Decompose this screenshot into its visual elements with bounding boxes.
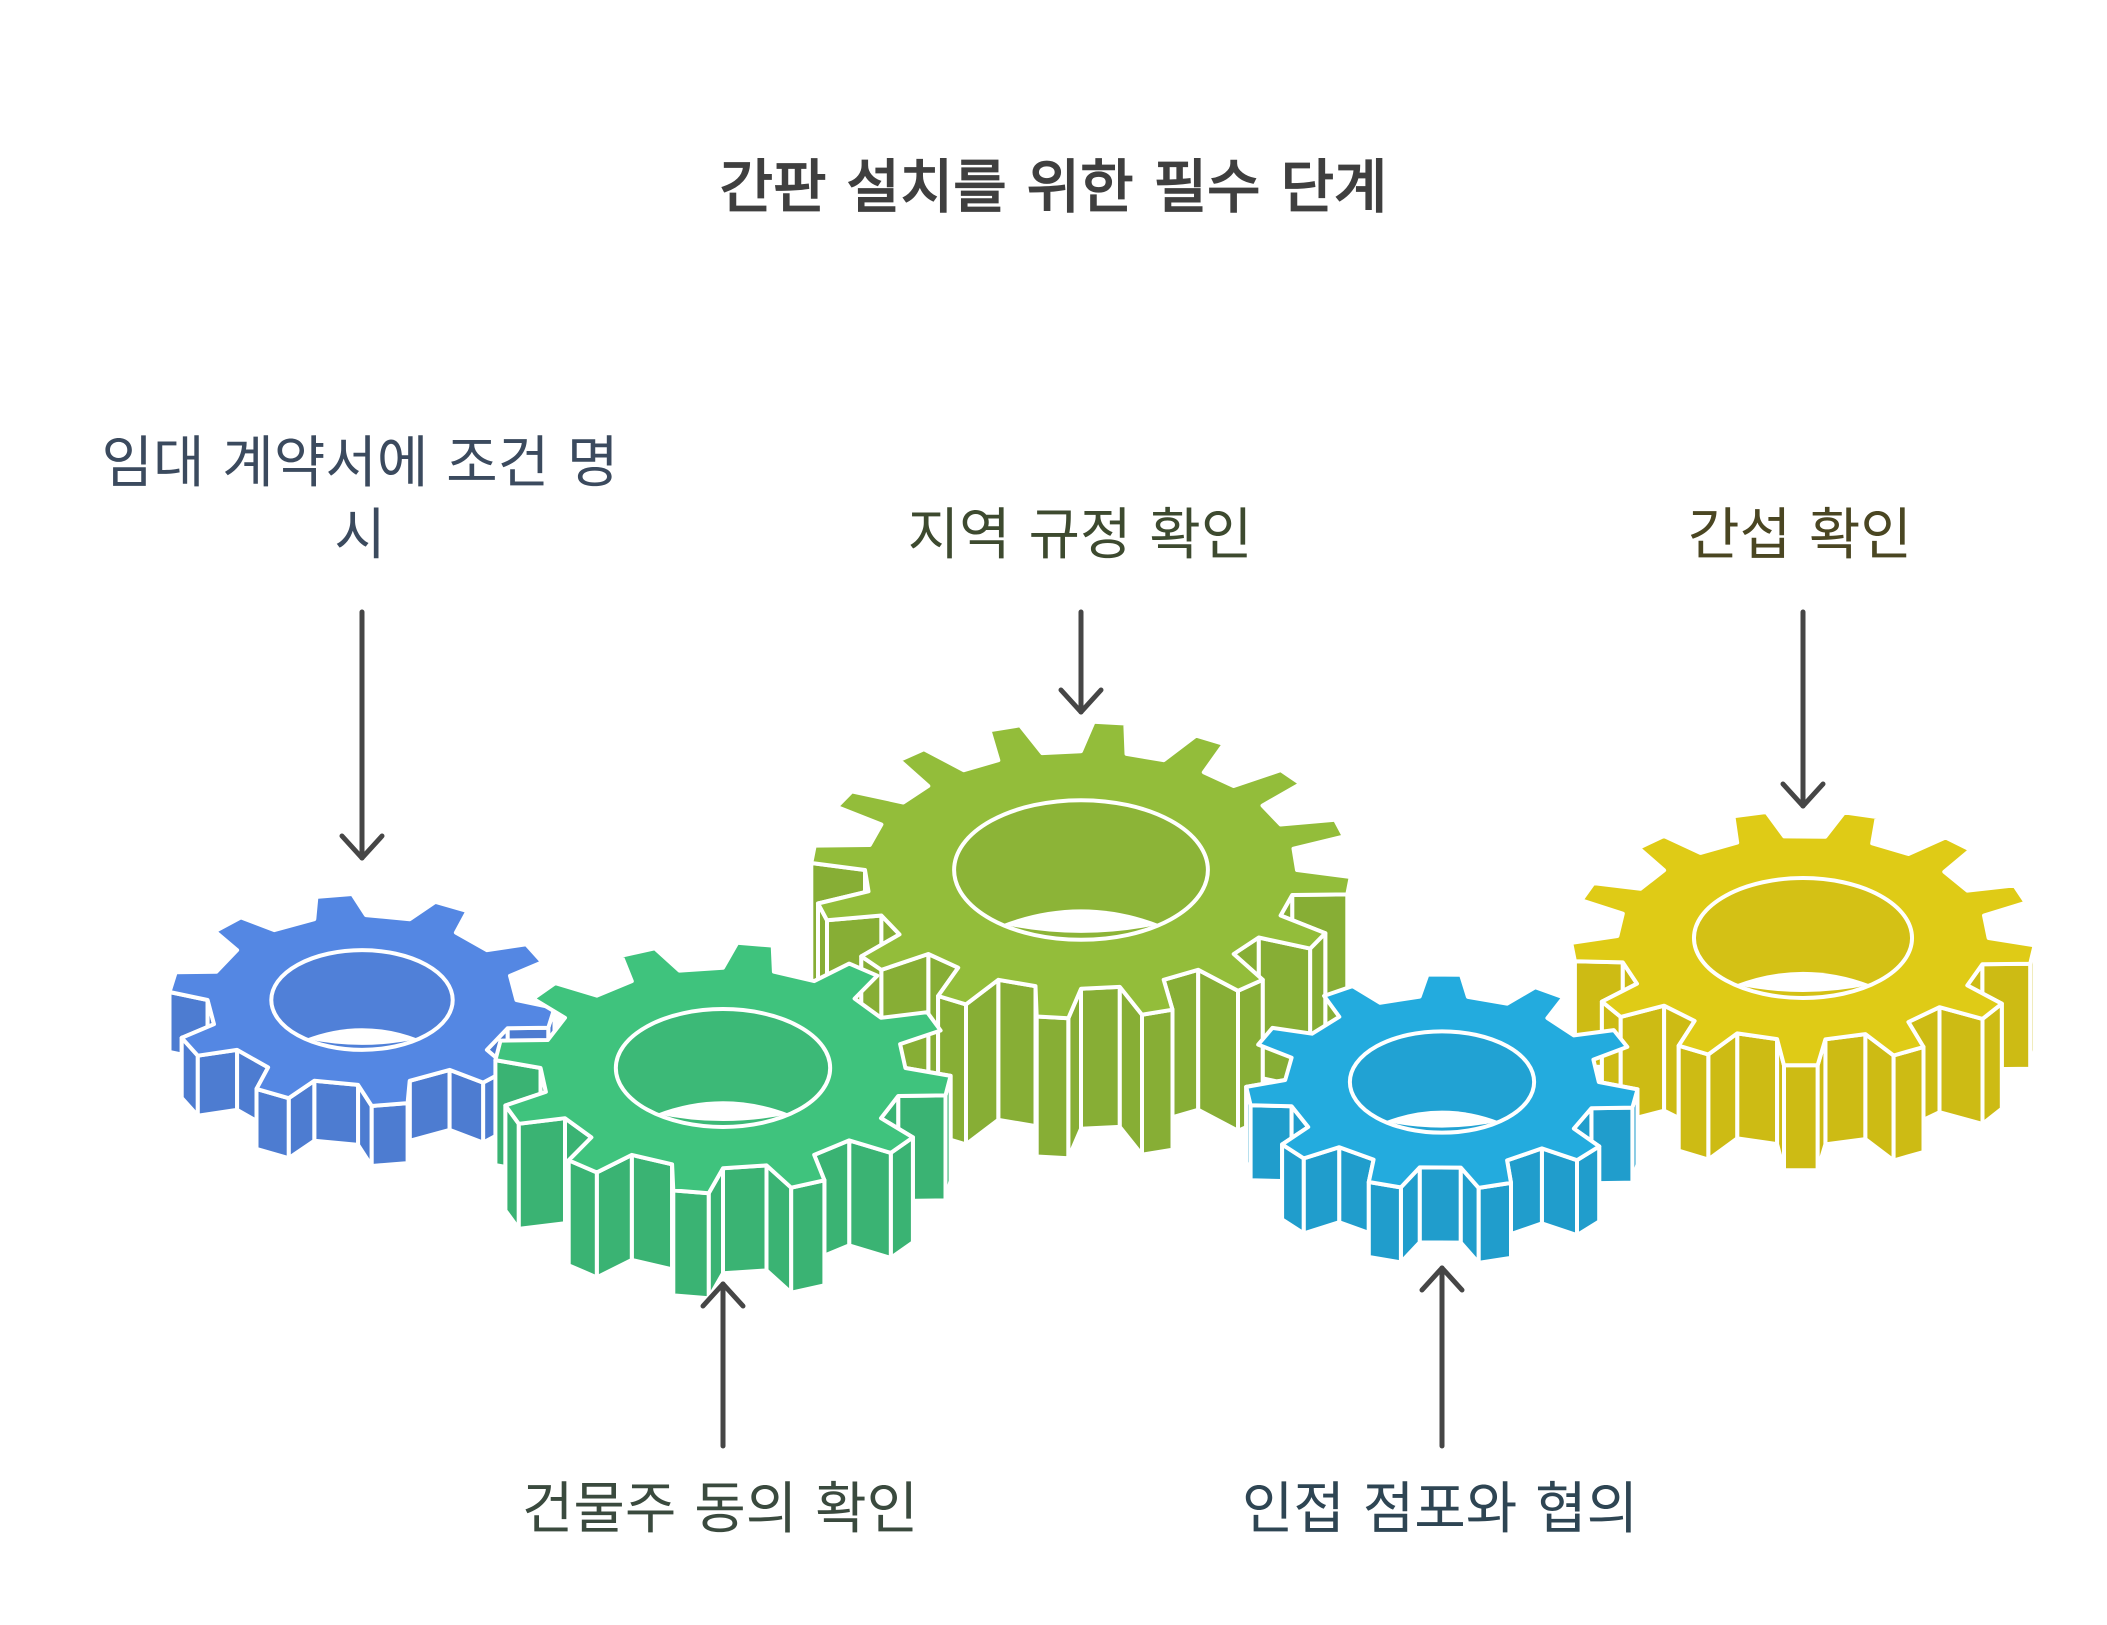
gear-local-regulations-hole-highlight [1002, 909, 1160, 933]
gear-local-regulations-hole [952, 798, 1210, 942]
gear-lease-contract-hole [269, 948, 455, 1052]
arrow-lease-contract [339, 609, 385, 861]
step-label-local-regulations: 지역 규정 확인 [907, 503, 1253, 568]
arrow-neighbor-consultation [1419, 1265, 1465, 1449]
gear-interference-check-hole [1691, 876, 1915, 1000]
gear-lease-contract [167, 892, 557, 1168]
gear-landlord-consent [493, 940, 953, 1301]
step-label-lease-contract-line2: 시 [334, 503, 386, 568]
step-label-landlord-consent: 건물주 동의 확인 [521, 1477, 919, 1542]
gear-landlord-consent-hole-highlight [656, 1101, 790, 1122]
gear-neighbor-consultation [1244, 972, 1640, 1265]
gear-lease-contract-hole-highlight [305, 1028, 419, 1045]
arrow-landlord-consent [700, 1281, 746, 1449]
arrow-local-regulations [1058, 609, 1104, 715]
step-label-lease-contract: 임대 계약서에 조건 명 시 [60, 428, 660, 572]
arrow-interference-check [1780, 609, 1826, 809]
step-label-interference-check: 간섭 확인 [1688, 503, 1912, 568]
step-label-lease-contract-line1: 임대 계약서에 조건 명 [101, 431, 619, 496]
gear-landlord-consent-hole [613, 1007, 833, 1129]
step-label-neighbor-consultation: 인접 점포와 협의 [1241, 1477, 1639, 1542]
gear-interference-check-hole-highlight [1735, 971, 1871, 992]
gear-neighbor-consultation-hole [1347, 1029, 1537, 1135]
diagram-title: 간판 설치를 위한 필수 단계 [719, 153, 1388, 221]
gear-interference-check [1569, 810, 2037, 1173]
gear-neighbor-consultation-hole-highlight [1384, 1110, 1500, 1128]
